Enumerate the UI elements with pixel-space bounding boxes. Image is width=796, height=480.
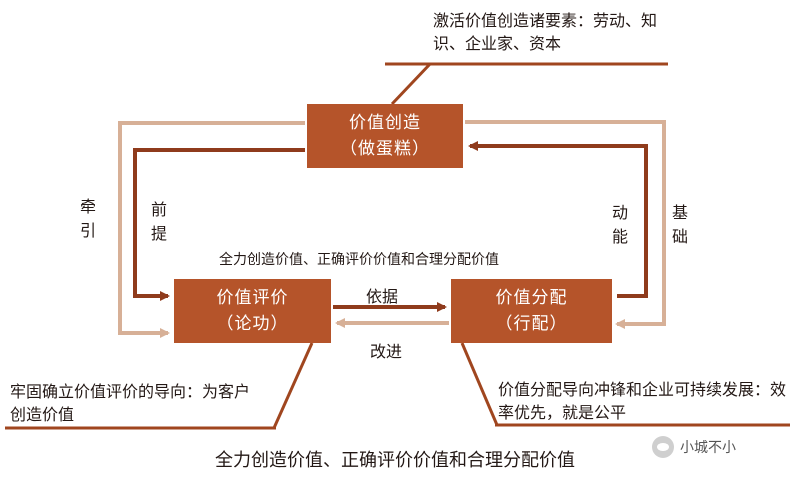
- label-premise: 前提: [150, 200, 167, 243]
- arrow-lead: [118, 121, 305, 338]
- right-note-pointer: [460, 342, 499, 426]
- value-creation-subtitle: （做蛋糕）: [340, 139, 430, 159]
- label-foundation: 基础: [671, 203, 688, 246]
- value-creation-title: 价值创造: [349, 113, 421, 133]
- arrow-premise: [133, 148, 305, 301]
- top-note: 激活价值创造诸要素：劳动、知识、企业家、资本: [433, 11, 658, 53]
- arrow-motive: [468, 141, 648, 298]
- left-note-pointer: [272, 342, 314, 429]
- value-evaluation-title: 价值评价: [216, 288, 289, 308]
- value-distribution-title: 价值分配: [495, 288, 568, 308]
- value-distribution-box: 价值分配 （行配）: [451, 279, 612, 343]
- value-creation-box: 价值创造 （做蛋糕）: [307, 104, 463, 168]
- watermark-text: 小城不小: [680, 440, 736, 456]
- label-improve: 改进: [370, 342, 403, 361]
- label-lead: 牵引: [79, 197, 96, 240]
- top-note-pointer: [390, 62, 432, 106]
- value-evaluation-subtitle: （论功）: [216, 314, 289, 334]
- label-motive: 动能: [611, 203, 628, 246]
- right-note: 价值分配导向冲锋和企业可持续发展：效率优先，就是公平: [498, 380, 787, 422]
- arrow-foundation: [465, 120, 666, 329]
- watermark: 小城不小: [652, 436, 736, 458]
- bottom-caption: 全力创造价值、正确评价价值和合理分配价值: [215, 450, 575, 471]
- value-evaluation-box: 价值评价 （论功）: [174, 279, 331, 343]
- value-distribution-subtitle: （行配）: [495, 314, 568, 334]
- center-statement: 全力创造价值、正确评价价值和合理分配价值: [219, 252, 499, 268]
- wechat-icon: [652, 436, 674, 458]
- label-basis: 依据: [366, 287, 399, 306]
- left-note: 牢固确立价值评价的导向：为客户创造价值: [10, 382, 251, 424]
